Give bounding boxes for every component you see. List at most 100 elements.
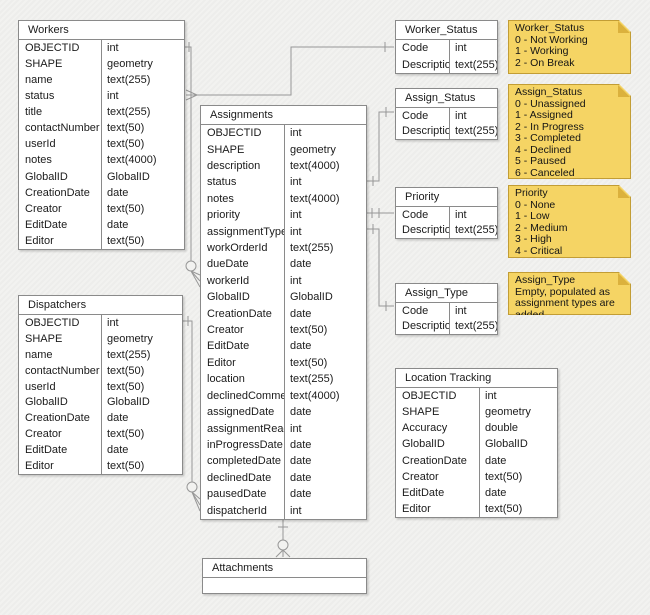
field-row: contactNumber text(50) (19, 120, 184, 137)
field-type: text(255) (284, 239, 366, 257)
field-type: geometry (284, 141, 366, 158)
field-row: priority int (201, 207, 366, 224)
field-name: description (207, 160, 261, 173)
entity-table-location-tracking[interactable]: Location Tracking OBJECTID int SHAPE geo… (395, 368, 558, 518)
field-name: Editor (25, 459, 54, 472)
field-name: inProgressDate (207, 438, 283, 451)
field-type: text(255) (101, 346, 182, 363)
field-row: GlobalID GlobalID (19, 168, 184, 185)
field-row: assignmentType int (201, 223, 366, 240)
entity-table-workers[interactable]: Workers OBJECTID int SHAPE geometry name… (18, 20, 185, 250)
field-row: Description text(255) (396, 123, 497, 139)
field-type: text(50) (101, 200, 184, 217)
field-type: text(50) (101, 378, 182, 395)
entity-table-dispatchers[interactable]: Dispatchers OBJECTID int SHAPE geometry … (18, 295, 183, 475)
field-name: Code (402, 304, 429, 317)
field-row: Editor text(50) (201, 354, 366, 372)
field-row: dueDate date (201, 256, 366, 273)
entity-field-list: OBJECTID int SHAPE geometry name text(25… (19, 40, 184, 249)
note-line: 2 - In Progress (515, 120, 584, 133)
field-row: completedDate date (201, 453, 366, 470)
field-row: assignmentRead int (201, 420, 366, 437)
field-type: text(50) (101, 458, 182, 474)
entity-title: Attachments (203, 559, 366, 578)
field-name: workerId (207, 274, 250, 287)
field-row: CreationDate date (396, 452, 557, 469)
field-type: int (284, 223, 366, 240)
field-name: assignedDate (207, 406, 275, 419)
field-row: SHAPE geometry (201, 141, 366, 158)
field-name: completedDate (207, 455, 281, 468)
field-type: date (284, 403, 366, 421)
field-row: OBJECTID int (19, 40, 184, 57)
field-name: Creator (25, 428, 62, 441)
field-name: CreationDate (402, 454, 467, 467)
field-type: int (284, 125, 366, 142)
entity-title: Assign_Type (396, 284, 497, 303)
field-row: status int (19, 88, 184, 105)
sticky-note-assign-type[interactable]: Assign_Type Empty, populated as assignme… (508, 272, 631, 315)
field-type: text(50) (479, 468, 557, 485)
note-line: 1 - Assigned (515, 109, 573, 121)
assignments-assignmenttype-to-assign-type-code[interactable] (367, 228, 394, 307)
field-row: workOrderId text(255) (201, 239, 366, 257)
field-row: CreationDate date (19, 184, 184, 201)
field-type: date (101, 216, 184, 233)
entity-table-assign-type[interactable]: Assign_Type Code int Description text(25… (395, 283, 498, 335)
field-type: text(4000) (284, 387, 366, 404)
field-type: int (101, 315, 182, 331)
field-name: Code (402, 42, 429, 55)
entity-table-attachments[interactable]: Attachments (202, 558, 367, 594)
field-type: GlobalID (101, 394, 182, 411)
field-row: Code int (396, 207, 497, 223)
entity-table-assignments[interactable]: Assignments OBJECTID int SHAPE geometry … (200, 105, 367, 520)
field-row: EditDate date (396, 484, 557, 501)
field-type: date (284, 338, 366, 355)
field-type: text(4000) (284, 190, 366, 208)
field-name: Editor (207, 356, 236, 369)
field-name: OBJECTID (402, 390, 457, 403)
field-type: text(255) (101, 72, 184, 89)
field-row: pausedDate date (201, 485, 366, 503)
field-row: Description text(255) (396, 222, 497, 238)
field-row: OBJECTID int (396, 388, 557, 405)
field-type: int (449, 40, 497, 57)
cardinality-zero-circle (185, 260, 197, 272)
entity-table-priority[interactable]: Priority Code int Description text(255) (395, 187, 498, 239)
field-name: status (207, 176, 237, 189)
field-type: int (101, 88, 184, 105)
field-row: inProgressDate date (201, 436, 366, 454)
note-line: 4 - Declined (515, 143, 572, 156)
workers-objectid-to-assignments-workerid[interactable] (185, 46, 192, 261)
field-name: workOrderId (207, 242, 268, 255)
field-type: GlobalID (101, 168, 184, 185)
assignments-status-to-assign-status-code[interactable] (367, 111, 394, 182)
field-type: text(50) (479, 500, 557, 517)
field-type: GlobalID (284, 289, 366, 306)
field-type: date (479, 452, 557, 469)
entity-table-assign-status[interactable]: Assign_Status Code int Description text(… (395, 88, 498, 140)
field-row: EditDate date (19, 442, 182, 459)
field-row: CreationDate date (19, 410, 182, 427)
entity-field-list: Code int Description text(255) (396, 108, 497, 139)
field-row: GlobalID GlobalID (396, 436, 557, 453)
field-name: dispatcherId (207, 504, 267, 517)
field-name: Editor (25, 234, 54, 247)
field-name: Description (402, 125, 449, 138)
field-row: EditDate date (19, 216, 184, 233)
entity-table-worker-status[interactable]: Worker_Status Code int Description text(… (395, 20, 498, 74)
field-name: GlobalID (402, 438, 445, 451)
workers-status-to-worker-status-code[interactable] (197, 46, 394, 96)
field-row: Code int (396, 40, 497, 57)
note-title: Priority (515, 187, 548, 199)
field-type: date (284, 453, 366, 470)
field-name: SHAPE (207, 143, 245, 156)
field-name: EditDate (25, 218, 68, 231)
field-type: date (284, 485, 366, 503)
entity-title: Assignments (201, 106, 366, 125)
dispatchers-objectid-to-assignments-dispatcherid[interactable] (183, 320, 193, 482)
